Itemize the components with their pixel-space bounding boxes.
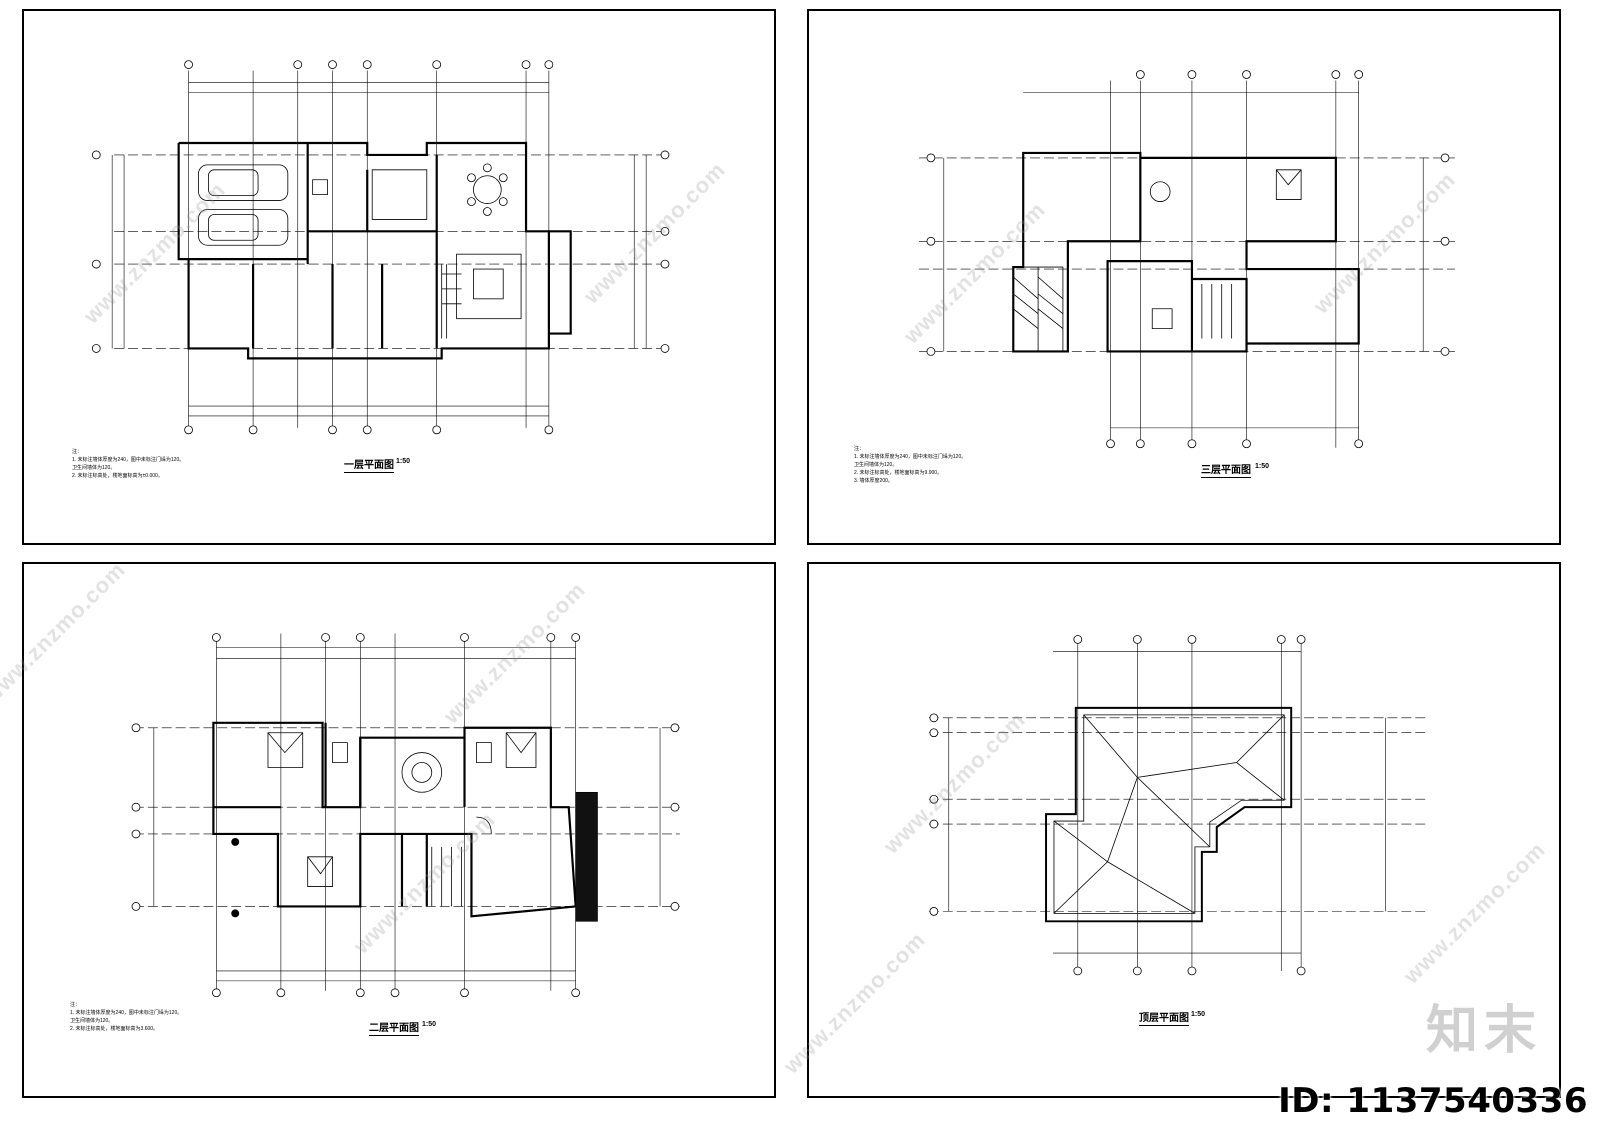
note-line: 卫生间墙体为120。 [854, 462, 898, 468]
note-line: 注： [70, 1002, 81, 1008]
note-line: 卫生间墙体为120。 [72, 465, 116, 471]
second-floor-plan-sheet: 二层平面图 1:50 注： 1. 未标注墙体厚度为240，图中未标注门垛为120… [22, 562, 776, 1098]
roof-plan-drawing [928, 635, 1426, 976]
note-line: 2. 未标注标高处，楼地面标高为±0.000。 [72, 473, 163, 479]
first-floor-plan-drawing [91, 60, 670, 435]
first-floor-plan-title: 一层平面图 [344, 456, 394, 473]
third-floor-plan-sheet: 三层平面图 1:50 注： 1. 未标注墙体厚度为240，图中未标注门垛为120… [807, 9, 1561, 545]
roof-plan-title: 顶层平面图 [1139, 1009, 1189, 1026]
second-floor-plan-scale: 1:50 [422, 1021, 437, 1028]
first-floor-notes: 注： 1. 未标注墙体厚度为240，图中未标注门垛为120。 卫生间墙体为120… [72, 448, 184, 480]
brand-logo: 知末 [1425, 1001, 1542, 1061]
note-line: 1. 未标注墙体厚度为240，图中未标注门垛为120。 [70, 1010, 183, 1016]
note-line: 2. 未标注标高处，楼地面标高为9.900。 [854, 470, 943, 476]
note-line: 3. 墙体厚度200。 [854, 478, 893, 484]
first-floor-plan-scale: 1:50 [396, 458, 411, 465]
second-floor-plan-title: 二层平面图 [369, 1019, 419, 1036]
asset-id-label: ID: 1137540336 [1278, 1081, 1588, 1121]
third-floor-plan-scale: 1:50 [1255, 463, 1270, 470]
note-line: 注： [72, 449, 83, 455]
first-floor-plan-sheet: 一层平面图 1:50 注： 1. 未标注墙体厚度为240，图中未标注门垛为120… [22, 9, 776, 545]
note-line: 注： [854, 446, 865, 452]
note-line: 1. 未标注墙体厚度为240，图中未标注门垛为120。 [854, 454, 967, 460]
roof-plan-sheet: 顶层平面图 1:50 [807, 562, 1561, 1098]
roof-plan-scale: 1:50 [1191, 1011, 1206, 1018]
second-floor-plan-drawing [131, 633, 680, 998]
second-floor-notes: 注： 1. 未标注墙体厚度为240，图中未标注门垛为120。 卫生间墙体为120… [70, 1001, 182, 1033]
note-line: 1. 未标注墙体厚度为240，图中未标注门垛为120。 [72, 457, 185, 463]
third-floor-plan-title: 三层平面图 [1201, 461, 1251, 478]
note-line: 卫生间墙体为120。 [70, 1018, 114, 1024]
note-line: 2. 未标注标高处，楼地面标高为3.600。 [70, 1026, 159, 1032]
third-floor-plan-drawing [918, 70, 1455, 449]
third-floor-notes: 注： 1. 未标注墙体厚度为240，图中未标注门垛为120。 卫生间墙体为120… [854, 445, 966, 485]
